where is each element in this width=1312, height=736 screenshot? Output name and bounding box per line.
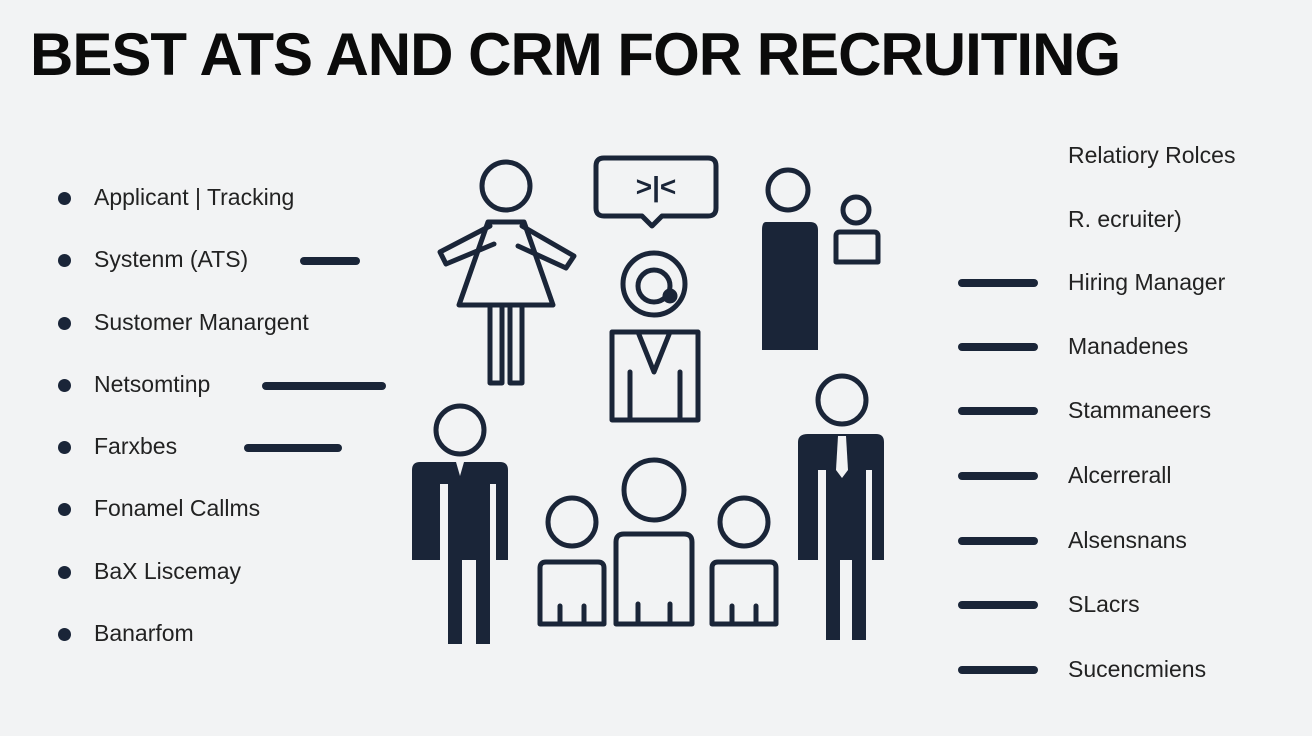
- right-item-label: R. ecruiter): [1068, 206, 1182, 232]
- connector-line: [958, 407, 1038, 415]
- left-item-label: Sustomer Manargent: [94, 309, 309, 335]
- bullet-icon: [58, 379, 71, 392]
- chat-badge-icon: [635, 267, 678, 305]
- right-item-label: Hiring Manager: [1068, 269, 1226, 295]
- man-head-icon: [765, 167, 811, 213]
- woman-icon: [437, 159, 577, 386]
- bullet-icon: [58, 192, 71, 205]
- bullet-icon: [58, 254, 71, 267]
- bullet-icon: [58, 566, 71, 579]
- left-item-label: Fonamel Callms: [94, 495, 261, 521]
- right-item-label: SLacrs: [1068, 591, 1140, 617]
- recruiter-icon: [609, 250, 701, 423]
- bullet-icon: [58, 628, 71, 641]
- bullet-icon: [58, 503, 71, 516]
- left-item-label: Netsomtinp: [94, 371, 211, 397]
- left-item-label: Applicant | Tracking: [94, 184, 295, 210]
- right-item-label: Alcerrerall: [1068, 462, 1172, 488]
- right-item-label: Stammaneers: [1068, 397, 1212, 423]
- right-item-label: Alsensnans: [1068, 527, 1187, 553]
- connector-line: [300, 257, 360, 265]
- businessman-icon: [412, 462, 508, 644]
- businessman-icon: [798, 434, 884, 640]
- manager-icon: [762, 222, 818, 350]
- speech-bubble-icon: [593, 155, 719, 229]
- right-item-label: Relatiory Rolces: [1068, 142, 1236, 168]
- connector-line: [958, 601, 1038, 609]
- connector-line: [958, 472, 1038, 480]
- left-item-label: Banarfom: [94, 620, 194, 646]
- speech-bubble-text: >|<: [636, 171, 677, 202]
- connector-line: [958, 343, 1038, 351]
- bullet-icon: [58, 441, 71, 454]
- connector-line: [958, 537, 1038, 545]
- connector-line: [262, 382, 386, 390]
- child-icon: [709, 495, 779, 627]
- connector-line: [958, 666, 1038, 674]
- man-head-icon: [433, 403, 487, 457]
- left-item-label: Farxbes: [94, 433, 178, 459]
- connector-line: [958, 279, 1038, 287]
- child-icon: [613, 457, 695, 627]
- child-icon: [537, 495, 607, 627]
- left-item-label: Systenm (ATS): [94, 246, 249, 272]
- small-person-icon: [833, 194, 881, 265]
- connector-line: [244, 444, 342, 452]
- bullet-icon: [58, 317, 71, 330]
- left-item-label: BaX Liscemay: [94, 558, 242, 584]
- right-item-label: Sucencmiens: [1068, 656, 1207, 682]
- right-item-label: Manadenes: [1068, 333, 1189, 359]
- man-head-icon: [815, 373, 869, 427]
- page-title: BEST ATS AND CRM FOR RECRUITING: [30, 21, 1121, 88]
